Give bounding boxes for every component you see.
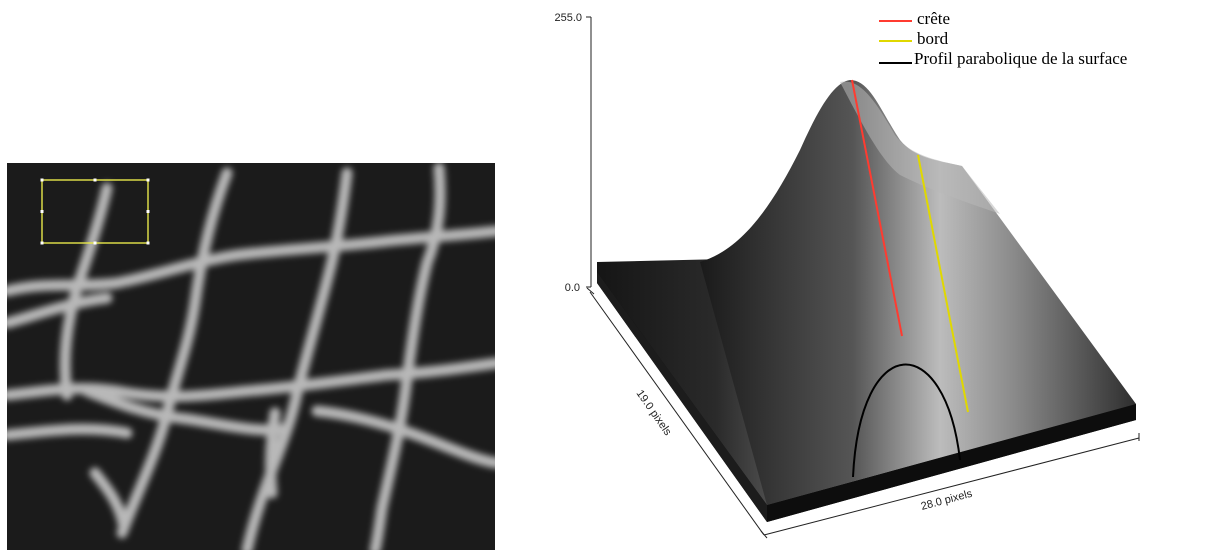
x-axis-label: 28.0 pixels bbox=[920, 488, 974, 513]
selection-handles[interactable] bbox=[40, 178, 150, 245]
crete-line bbox=[851, 79, 903, 337]
fiber-strands bbox=[7, 163, 495, 550]
x-axis-line bbox=[763, 437, 1140, 536]
fiber-horizontal-1 bbox=[7, 225, 495, 297]
fiber-vertical-1 bbox=[59, 182, 113, 401]
y-axis-line bbox=[589, 291, 765, 536]
fiber-vertical-2 bbox=[116, 167, 233, 539]
fiber-vertical-4 bbox=[369, 163, 446, 550]
ridge-highlight bbox=[840, 81, 1000, 214]
legend-label-profil: Profil parabolique de la surface bbox=[914, 49, 1127, 68]
fiber-branch-1 bbox=[89, 467, 129, 529]
fiber-network-svg bbox=[7, 163, 495, 550]
bord-line bbox=[917, 154, 969, 413]
base-slab-front bbox=[767, 404, 1136, 522]
legend: crête bord Profil parabolique de la surf… bbox=[879, 9, 1127, 68]
selection-handle[interactable] bbox=[40, 178, 44, 182]
z-axis: 255.0 0.0 bbox=[554, 12, 592, 294]
selection-handle[interactable] bbox=[93, 178, 97, 182]
legend-label-bord: bord bbox=[917, 29, 949, 48]
fiber-horizontal-5 bbox=[311, 405, 495, 469]
fiber-vertical-5 bbox=[265, 407, 281, 499]
z-max-label: 255.0 bbox=[554, 12, 582, 24]
corner-tick bbox=[760, 530, 768, 539]
fiber-horizontal-6 bbox=[7, 423, 133, 441]
fiber-horizontal-4 bbox=[81, 385, 293, 436]
y-tick-start bbox=[586, 287, 595, 295]
surface-ridge bbox=[700, 80, 1136, 505]
selection-handle[interactable] bbox=[146, 210, 150, 213]
fiber-horizontal-2 bbox=[7, 292, 113, 329]
fiber-network-image bbox=[7, 163, 495, 550]
selection-handle[interactable] bbox=[93, 241, 97, 245]
selection-rectangle[interactable] bbox=[40, 178, 150, 245]
parabolic-profile-line bbox=[852, 363, 961, 478]
annotation-lines bbox=[851, 79, 969, 478]
z-min-label: 0.0 bbox=[565, 282, 580, 294]
selection-handle[interactable] bbox=[40, 241, 44, 245]
selection-handle[interactable] bbox=[146, 178, 150, 182]
base-slab-left bbox=[597, 272, 767, 522]
y-axis-label: 19.0 pixels bbox=[634, 388, 674, 438]
selection-handle[interactable] bbox=[146, 241, 150, 245]
legend-label-crete: crête bbox=[917, 9, 950, 28]
ridge-surface bbox=[700, 80, 1136, 505]
selection-handle[interactable] bbox=[40, 210, 44, 213]
